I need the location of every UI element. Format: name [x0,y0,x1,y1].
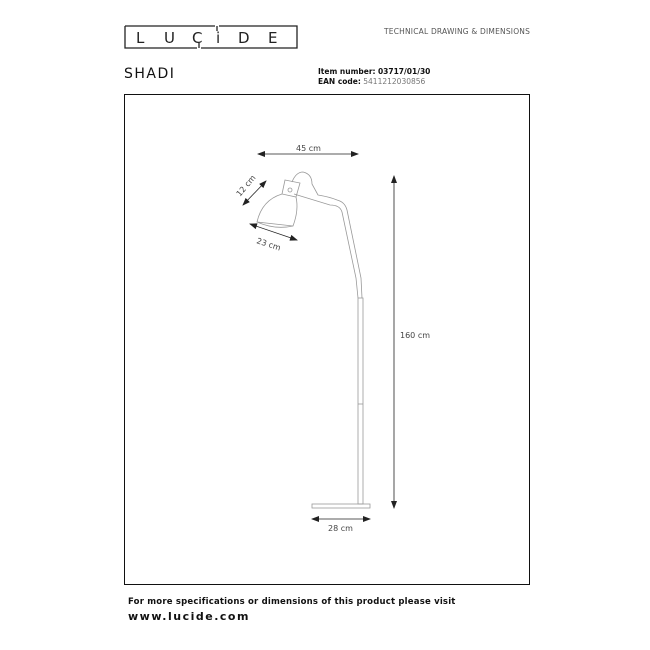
lucide-logo: L U C i D E [124,25,298,49]
lamp-shade [256,179,301,228]
logo-letter-d: D [238,29,250,47]
footer-note: For more specifications or dimensions of… [128,597,456,607]
total-height-label: 160 cm [400,331,430,340]
website-link[interactable]: www.lucide.com [128,610,250,623]
ean-value: 5411212030856 [363,77,426,86]
item-info: Item number: 03717/01/30 EAN code: 54112… [318,67,430,87]
width-label: 45 cm [296,144,321,153]
product-name: SHADI [124,66,176,82]
ean-row: EAN code: 5411212030856 [318,77,430,87]
item-number-value: 03717/01/30 [377,67,431,76]
base-label: 28 cm [328,524,353,533]
drawing-frame [124,94,530,585]
logo-letter-c: C [192,29,202,47]
document-subtitle: TECHNICAL DRAWING & DIMENSIONS [384,27,531,36]
shade-diameter-label: 23 cm [255,236,282,252]
logo-letter-l: L [136,29,145,47]
shade-height-dimension-line [242,180,267,206]
item-number-row: Item number: 03717/01/30 [318,67,430,77]
lamp-stem [357,297,364,505]
logo-letter-i: i [216,29,220,47]
lamp-base [311,503,371,509]
shade-diameter-dimension-line [249,223,298,241]
logo-letter-u: U [164,29,175,47]
item-number-label: Item number: [318,67,376,76]
ean-label: EAN code: [318,77,361,86]
logo-letter-e: E [268,29,277,47]
shade-height-label: 12 cm [235,173,258,198]
lamp-arm [291,171,363,299]
